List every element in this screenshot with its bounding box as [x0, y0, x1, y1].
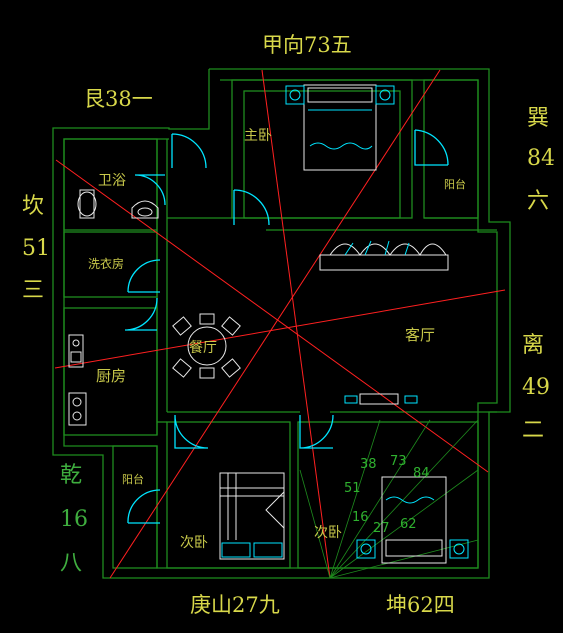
tv-cabinet — [344, 393, 418, 405]
label-top: 甲向73五 — [262, 33, 352, 57]
door-laundry — [127, 259, 161, 293]
walls — [52, 68, 511, 579]
label-left-trigram: 坎 — [22, 194, 44, 219]
sector-27: 27 — [373, 521, 390, 536]
sector-73: 73 — [390, 454, 407, 469]
room-laundry: 洗衣房 — [88, 256, 124, 271]
room-balcony-bottom: 阳台 — [122, 472, 144, 486]
door-bathroom-lower — [134, 174, 166, 206]
master-bedroom-walls — [231, 79, 413, 219]
bed-right — [356, 476, 469, 564]
room-second-bedroom-right: 次卧 — [314, 525, 342, 541]
sector-62: 62 — [400, 517, 417, 532]
second-bedroom-left-walls — [166, 421, 291, 569]
room-master-bedroom: 主卧 — [244, 128, 272, 144]
door-bathroom — [171, 133, 207, 169]
master-bed — [285, 84, 395, 171]
sector-lines — [299, 419, 479, 579]
compass-axes — [54, 69, 506, 579]
sector-38: 38 — [360, 457, 377, 472]
sector-numbers: 38 73 84 51 16 27 62 — [344, 454, 430, 536]
room-dining: 餐厅 — [189, 340, 217, 356]
master-bedroom-walls-inner — [243, 90, 401, 219]
label-right-top-star: 六 — [527, 189, 549, 214]
door-master-bedroom — [233, 189, 270, 226]
door-balcony-top — [414, 129, 449, 166]
label-right-top-trigram: 巽 — [527, 106, 549, 131]
room-kitchen: 厨房 — [96, 367, 126, 385]
doors — [124, 129, 449, 524]
balcony-top-walls — [423, 79, 479, 219]
label-left-number: 51 — [22, 236, 50, 261]
door-kitchen — [124, 297, 158, 331]
room-balcony-top: 阳台 — [444, 177, 466, 191]
sector-51: 51 — [344, 481, 361, 496]
label-right-mid-number: 49 — [522, 375, 550, 400]
door-balcony-bottom — [127, 489, 161, 524]
label-left-star: 三 — [22, 278, 44, 303]
label-right-top-number: 84 — [527, 146, 555, 171]
room-living: 客厅 — [405, 326, 435, 344]
kitchen-stove — [68, 392, 87, 426]
kitchen-sink — [68, 334, 84, 368]
label-bottom-right: 坤62四 — [386, 593, 455, 617]
furniture — [68, 84, 469, 564]
label-right-mid-star: 二 — [522, 418, 544, 443]
label-bottom-left: 庚山27九 — [190, 593, 280, 617]
door-bedroom-left — [174, 414, 209, 449]
dining-table — [172, 313, 241, 379]
label-right-mid-trigram: 离 — [522, 333, 544, 358]
balcony-bottom-walls — [112, 445, 158, 569]
sector-84: 84 — [413, 466, 430, 481]
outer-wall — [52, 68, 511, 579]
label-top-left: 艮38一 — [84, 87, 153, 111]
direction-labels: 甲向73五 艮38一 巽 84 六 坎 51 三 离 49 二 乾 16 八 庚… — [22, 33, 555, 617]
door-bedroom-right — [299, 414, 334, 449]
toilet — [77, 189, 97, 219]
bed-left — [219, 472, 285, 560]
sector-16: 16 — [352, 510, 369, 525]
sofa — [319, 240, 449, 271]
second-bedroom-right-walls — [297, 421, 479, 569]
washbasin — [131, 200, 159, 219]
label-left-bottom-number: 16 — [60, 507, 88, 532]
room-labels: 主卧 阳台 卫浴 洗衣房 餐厅 客厅 厨房 阳台 次卧 次卧 — [88, 128, 466, 551]
label-left-bottom-star: 八 — [60, 551, 82, 576]
room-bathroom: 卫浴 — [98, 173, 126, 189]
label-left-bottom-trigram: 乾 — [60, 463, 82, 488]
room-second-bedroom-left: 次卧 — [180, 535, 208, 551]
